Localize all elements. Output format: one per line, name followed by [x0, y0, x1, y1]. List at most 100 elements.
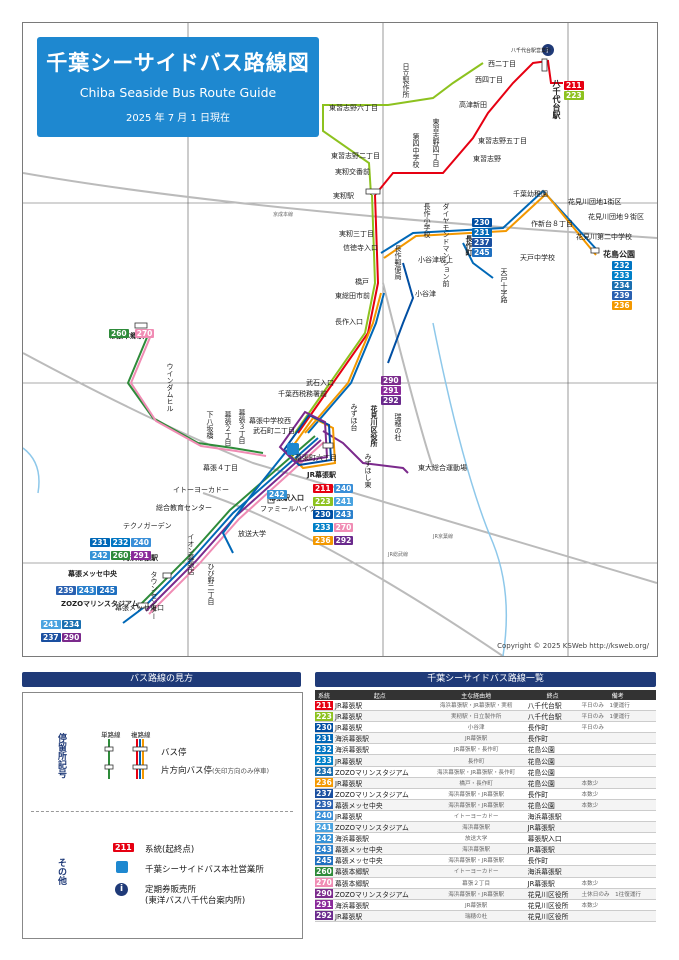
stop-makuhari3[interactable]: 幕張３丁目 — [238, 409, 246, 444]
stop-windhill[interactable]: ウインダムヒル — [166, 363, 174, 412]
badge-243-jr[interactable]: 243 — [333, 510, 354, 519]
stop-shinryoji[interactable]: 信徳寺入口 — [343, 244, 378, 252]
badge-240-jr[interactable]: 240 — [333, 484, 354, 493]
badge-291[interactable]: 291 — [381, 386, 401, 395]
badge-231-k[interactable]: 231 — [90, 538, 110, 547]
stop-makuhari4[interactable]: 幕張４丁目 — [203, 464, 238, 472]
route-badge[interactable]: 231 — [315, 733, 333, 743]
stop-zuisei[interactable]: 瑞穂の杜 — [394, 413, 402, 441]
badge-240-k[interactable]: 240 — [131, 538, 151, 547]
stop-messe-east[interactable]: 幕張メッセ東口 — [115, 604, 164, 612]
route-badge[interactable]: 243 — [315, 844, 333, 854]
badge-223[interactable]: 223 — [564, 91, 584, 100]
route-badge[interactable]: 242 — [315, 833, 333, 843]
stop-diamond[interactable]: ダイヤモンドマンション前 — [442, 203, 450, 287]
stop-aeon[interactable]: イオン幕張店 — [187, 533, 195, 575]
stop-hoso-univ[interactable]: 放送大学 — [238, 530, 266, 538]
stop-kotanzu[interactable]: 小谷津 — [415, 290, 436, 298]
stop-hanamigawa9[interactable]: 花見川団地９街区 — [588, 213, 644, 221]
badge-232-k[interactable]: 232 — [110, 538, 131, 547]
badge-237[interactable]: 237 — [472, 238, 492, 247]
badge-291-k[interactable]: 291 — [131, 551, 151, 560]
badge-230[interactable]: 230 — [472, 218, 492, 227]
stop-nishi2[interactable]: 西二丁目 — [488, 60, 516, 68]
stop-makuhari-jh-west[interactable]: 幕張中学校西 — [249, 417, 291, 425]
stop-makuhari-messe[interactable]: 幕張メッセ中央 — [68, 570, 117, 578]
badge-245[interactable]: 245 — [472, 248, 492, 257]
stop-chosakumachi[interactable]: 長作町 — [465, 235, 473, 256]
badge-260[interactable]: 260 — [109, 329, 129, 338]
stop-hibino2[interactable]: ひび野二丁目 — [207, 563, 215, 605]
route-badge[interactable]: 291 — [315, 900, 333, 910]
stop-higashi5[interactable]: 東習志野五丁目 — [478, 137, 527, 145]
stop-zozo[interactable]: ZOZOマリンスタジアム — [61, 600, 139, 608]
stop-jr-makuhari[interactable]: JR幕張駅 — [307, 471, 336, 479]
badge-270[interactable]: 270 — [134, 329, 155, 338]
stop-makuhari6[interactable]: 幕張町六丁目 — [295, 454, 337, 462]
badge-211[interactable]: 211 — [564, 81, 584, 90]
route-map[interactable]: i 千葉シーサイドバス路線図 Chiba Seaside Bus Route G… — [22, 22, 658, 657]
stop-kotanzu-sakaue[interactable]: 小谷津坂上 — [418, 256, 453, 264]
badge-290-z[interactable]: 290 — [61, 633, 82, 642]
route-badge[interactable]: 270 — [315, 878, 333, 888]
route-badge[interactable]: 232 — [315, 744, 333, 754]
route-badge[interactable]: 290 — [315, 889, 333, 899]
stop-shimohachi[interactable]: 下八坂橋 — [206, 411, 214, 439]
route-badge[interactable]: 230 — [315, 722, 333, 732]
stop-nishi4[interactable]: 西四丁目 — [475, 76, 503, 84]
badge-292[interactable]: 292 — [381, 396, 401, 405]
badge-292-jr[interactable]: 292 — [333, 536, 354, 545]
stop-todai-ground[interactable]: 東大総合運動場 — [418, 464, 467, 472]
stop-hanashima[interactable]: 花島公園 — [603, 250, 635, 259]
stop-chosaku-iriguchi[interactable]: 長作入口 — [335, 318, 363, 326]
badge-236-jr[interactable]: 236 — [313, 536, 333, 545]
stop-jitsumomi[interactable]: 実籾駅 — [333, 192, 354, 200]
stop-higashi-ichiba[interactable]: 東総田市前 — [335, 292, 370, 300]
badge-223-jr[interactable]: 223 — [313, 497, 333, 506]
stop-mizuho-east[interactable]: みずほし東 — [364, 453, 372, 488]
badge-230-jr[interactable]: 230 — [313, 510, 333, 519]
stop-jitsumomi3[interactable]: 実籾三丁目 — [339, 230, 374, 238]
stop-higashi6[interactable]: 東習志野六丁目 — [329, 104, 378, 112]
stop-daiyon[interactable]: 第四中学校 — [412, 133, 420, 168]
badge-231[interactable]: 231 — [472, 228, 492, 237]
badge-245-m[interactable]: 245 — [97, 586, 117, 595]
route-badge[interactable]: 236 — [315, 778, 333, 788]
stop-town-center[interactable]: タウンセンター — [150, 571, 158, 620]
badge-260-k[interactable]: 260 — [110, 551, 131, 560]
stop-higashi2[interactable]: 東習志野二丁目 — [331, 152, 380, 160]
stop-hanamigawa-ward[interactable]: 花見川区役所 — [370, 405, 378, 447]
route-badge[interactable]: 239 — [315, 800, 333, 810]
badge-239[interactable]: 239 — [612, 291, 632, 300]
badge-243-m[interactable]: 243 — [76, 586, 97, 595]
stop-mizuho[interactable]: みずほ台 — [350, 403, 358, 431]
stop-family-heights[interactable]: ファミールハイツ — [260, 505, 316, 513]
route-badge[interactable]: 240 — [315, 811, 333, 821]
stop-hanamigawa1[interactable]: 花見川団地1街区 — [568, 198, 622, 206]
stop-hashido[interactable]: 橋戸 — [355, 278, 369, 286]
badge-270-jr[interactable]: 270 — [333, 523, 354, 532]
badge-241-jr[interactable]: 241 — [333, 497, 354, 506]
stop-amado[interactable]: 天戸十字路 — [500, 268, 508, 303]
stop-buseki[interactable]: 武石入口 — [306, 379, 334, 387]
route-badge[interactable]: 237 — [315, 789, 333, 799]
badge-236[interactable]: 236 — [612, 301, 632, 310]
badge-233-jr[interactable]: 233 — [313, 523, 333, 532]
route-badge[interactable]: 233 — [315, 756, 333, 766]
